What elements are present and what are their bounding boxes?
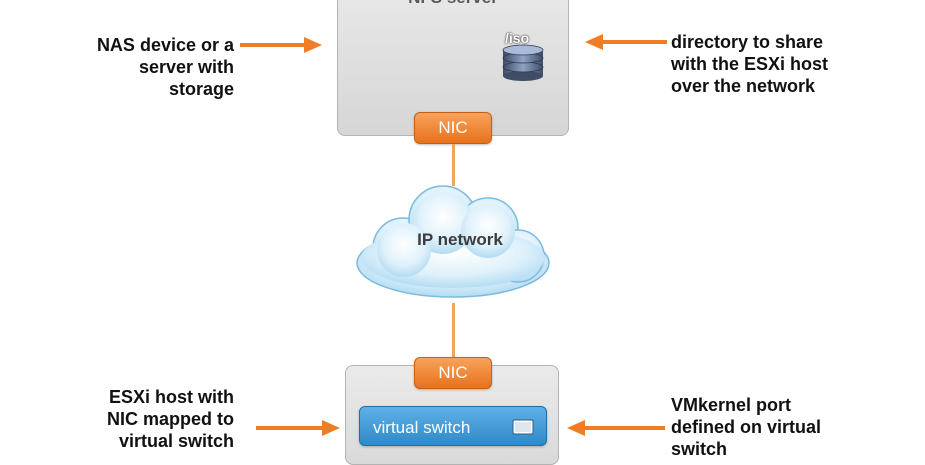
annotation-line: NAS device or a — [96, 35, 234, 55]
annotation-nas: NAS device or a server with storage — [40, 34, 234, 100]
database-icon — [502, 44, 544, 81]
nfs-server-title: NFS server — [337, 0, 569, 8]
annotation-line: server with — [138, 57, 234, 77]
annotation-line: virtual switch — [118, 431, 234, 451]
annotation-esxi-host: ESXi host with NIC mapped to virtual swi… — [40, 386, 234, 452]
monitor-icon — [512, 419, 534, 435]
annotation-line: switch — [671, 439, 728, 459]
annotation-line: defined on virtual — [671, 417, 822, 437]
annotation-vmkernel: VMkernel port defined on virtual switch — [671, 394, 911, 460]
esxi-nic: NIC — [414, 357, 492, 389]
virtual-switch-label: virtual switch — [373, 418, 471, 437]
virtual-switch — [359, 406, 547, 446]
annotation-line: directory to share — [671, 32, 824, 52]
network-cable-bottom — [452, 303, 455, 357]
arrow-left-icon — [567, 420, 665, 436]
share-directory-label: /iso — [505, 30, 530, 46]
network-cable-top — [452, 144, 455, 186]
annotation-line: over the network — [671, 76, 816, 96]
annotation-line: VMkernel port — [671, 395, 792, 415]
annotation-line: storage — [168, 79, 234, 99]
arrow-left-icon — [585, 34, 667, 50]
ip-network-cloud — [356, 185, 550, 298]
ip-network-label: IP network — [417, 230, 503, 249]
annotation-directory: directory to share with the ESXi host ov… — [671, 31, 911, 97]
annotation-line: NIC mapped to — [106, 409, 234, 429]
annotation-line: ESXi host with — [108, 387, 234, 407]
arrow-right-icon — [256, 420, 340, 436]
arrow-right-icon — [240, 37, 322, 53]
nfs-nic: NIC — [414, 112, 492, 144]
annotation-line: with the ESXi host — [671, 54, 829, 74]
